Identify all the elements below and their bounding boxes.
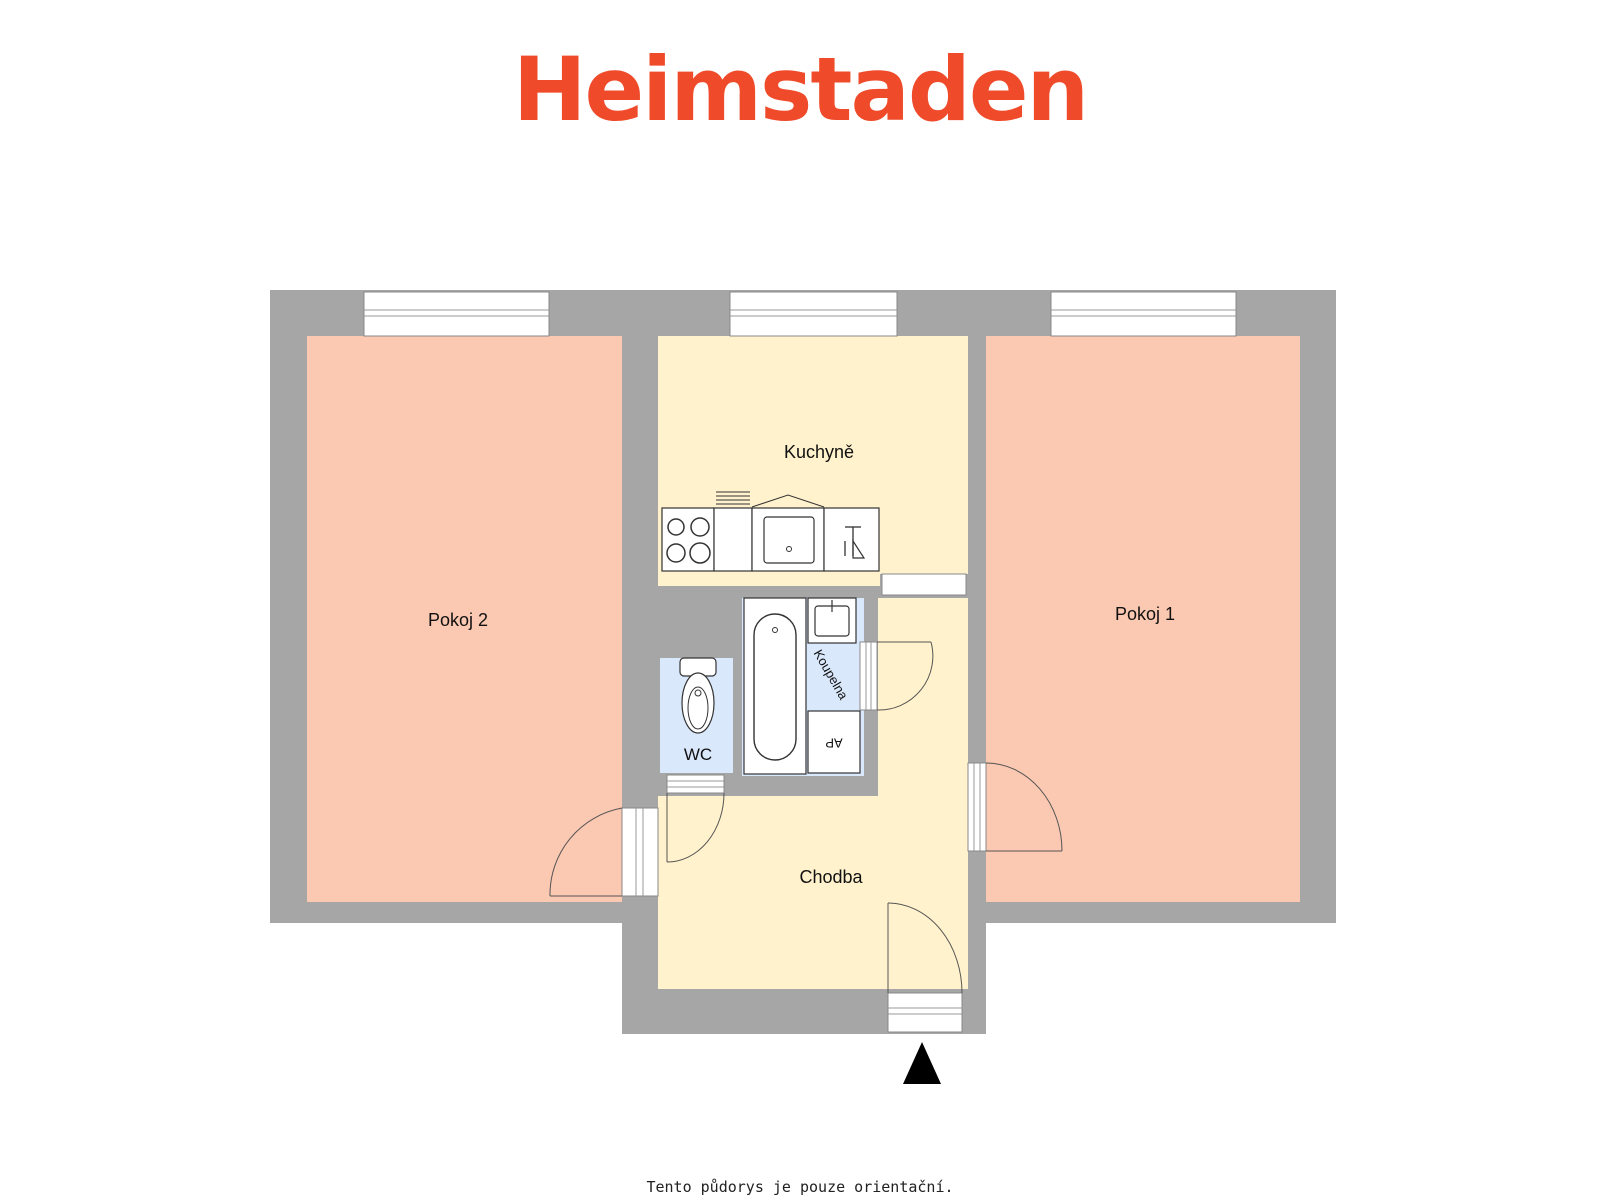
door-wc — [666, 774, 725, 863]
toilet-icon — [679, 657, 717, 734]
pokoj-2-label: Pokoj 2 — [428, 610, 488, 630]
ap-unit — [807, 710, 861, 774]
chodba-label: Chodba — [799, 867, 863, 887]
wc-label: WC — [684, 745, 712, 764]
pokoj-1-label: Pokoj 1 — [1115, 604, 1175, 624]
bathroom-sink-icon — [807, 597, 857, 644]
ap-label: AP — [825, 736, 842, 751]
door-pokoj-2 — [549, 807, 659, 897]
door-entrance — [887, 902, 963, 1033]
room-pokoj-2 — [307, 336, 622, 902]
brand-logo: Heimstaden — [512, 38, 1089, 141]
door-koupelna — [859, 641, 934, 711]
door-kitchen-chodba — [881, 573, 967, 596]
window-pokoj-2 — [363, 291, 550, 337]
kitchen-counter — [661, 491, 880, 572]
entrance-arrow-icon — [903, 1042, 941, 1084]
bathtub-icon — [743, 597, 807, 775]
window-pokoj-1 — [1050, 291, 1237, 337]
room-chodba-upper — [878, 598, 968, 796]
window-kuchyne — [729, 291, 898, 337]
room-chodba-lower — [658, 796, 968, 989]
room-pokoj-1 — [986, 336, 1300, 902]
kitchen-floor-extension — [658, 574, 880, 586]
door-pokoj-1 — [967, 762, 1063, 852]
kuchyne-label: Kuchyně — [784, 442, 854, 462]
disclaimer: Tento půdorys je pouze orientační. — [646, 1178, 954, 1196]
